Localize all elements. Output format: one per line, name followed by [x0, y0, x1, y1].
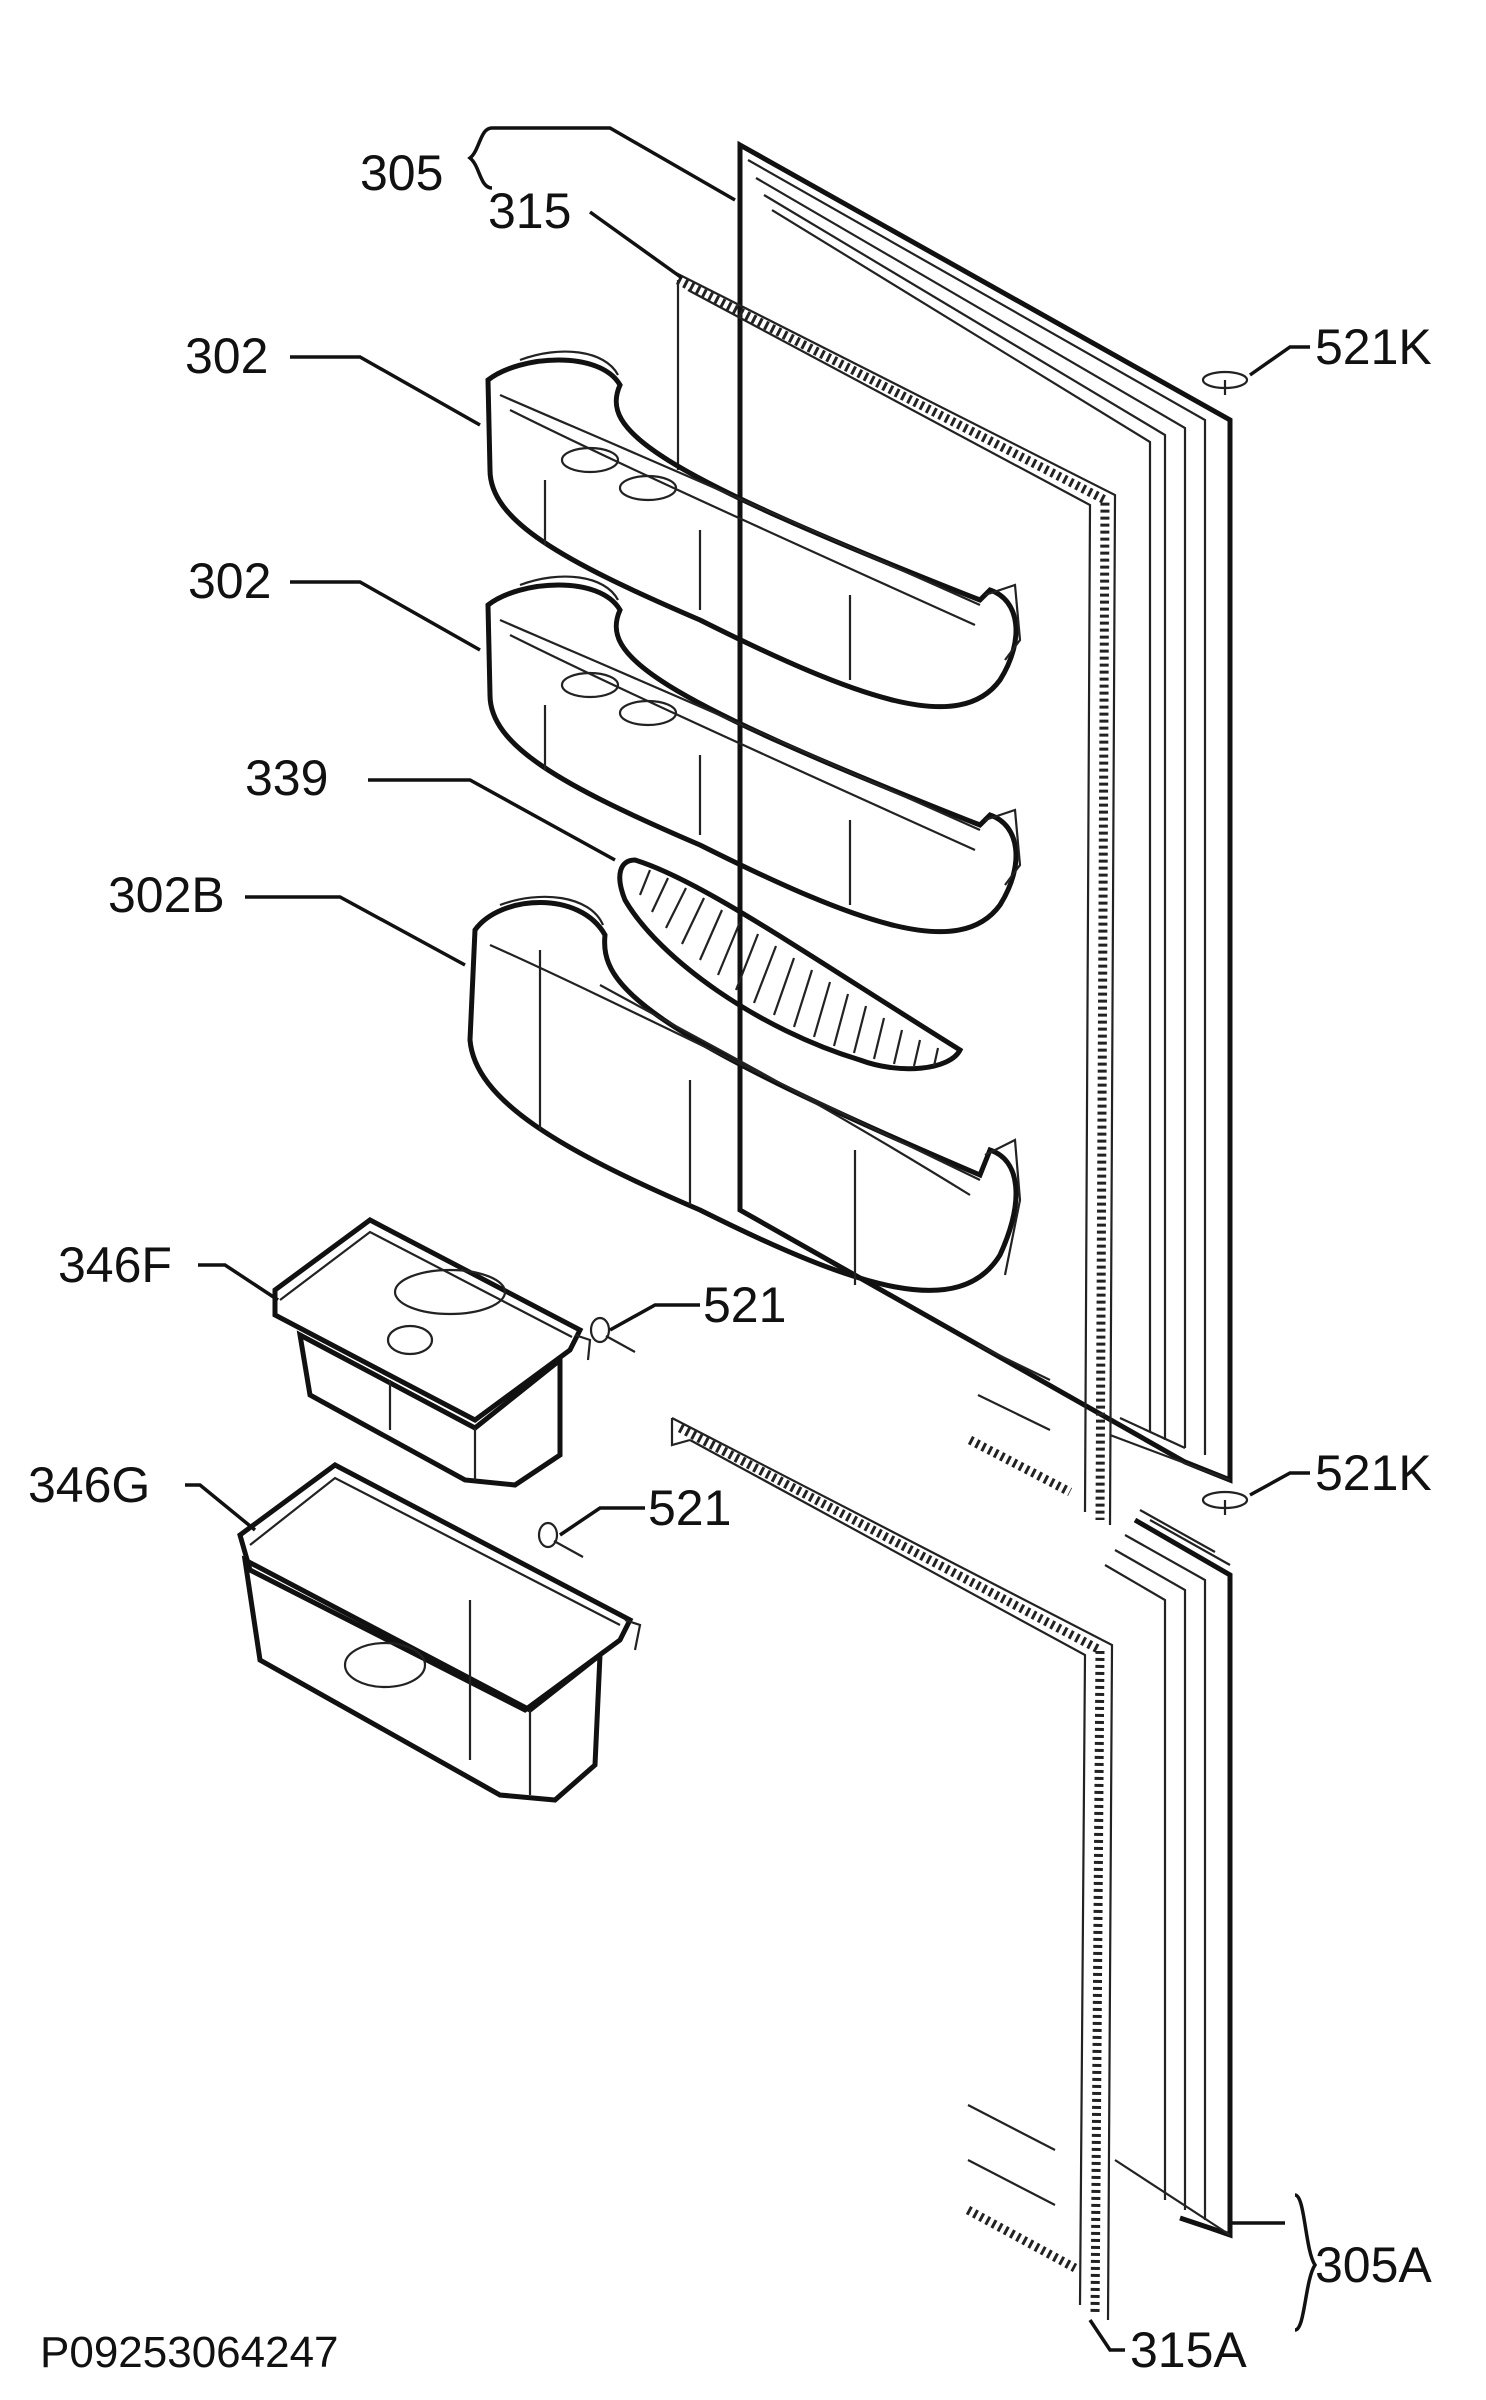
door-shelf-lower-302B: [467, 895, 1022, 1293]
hinge-cap-521K-lower-icon: [1201, 1490, 1249, 1515]
screw-521-upper-icon: [589, 1316, 636, 1353]
label-302-middle: 302: [188, 553, 271, 609]
label-305A: 305A: [1315, 2237, 1432, 2293]
dairy-box-346G: [237, 1462, 642, 1803]
upper-door-gasket: [669, 269, 1117, 1526]
leader-lines: [185, 126, 1318, 2352]
label-302B: 302B: [108, 867, 225, 923]
label-302-upper: 302: [185, 328, 268, 384]
lower-door-gasket: [670, 1417, 1114, 2321]
label-315A: 315A: [1130, 2322, 1247, 2378]
label-305: 305: [360, 145, 443, 201]
door-shelf-upper: [485, 350, 1022, 710]
label-521K-lower: 521K: [1315, 1445, 1432, 1501]
butter-box-346F: [272, 1217, 592, 1488]
label-346F: 346F: [58, 1237, 172, 1293]
door-shelf-middle: [485, 575, 1022, 935]
lower-door-panel: [1104, 1509, 1233, 2239]
shelf-cover-339: [617, 857, 964, 1072]
label-315: 315: [488, 183, 571, 239]
label-521-lower: 521: [648, 1480, 731, 1536]
label-346G: 346G: [28, 1457, 150, 1513]
label-521K-upper: 521K: [1315, 319, 1432, 375]
diagram-code: P09253064247: [40, 2328, 339, 2377]
screw-521-lower-icon: [537, 1521, 584, 1558]
hinge-cap-521K-upper-icon: [1201, 370, 1249, 395]
label-521-upper: 521: [703, 1277, 786, 1333]
label-339: 339: [245, 750, 328, 806]
upper-door-panel: [737, 140, 1233, 1484]
